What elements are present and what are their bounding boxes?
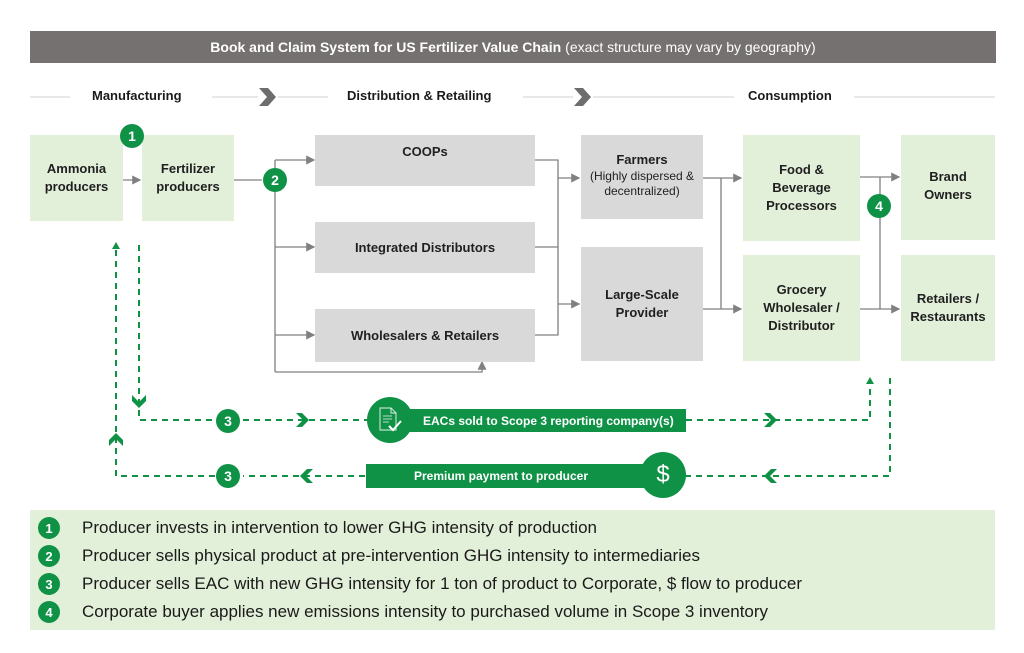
node-label: Food & Beverage Processors	[766, 162, 837, 213]
title-bold: Book and Claim System for US Fertilizer …	[210, 39, 562, 55]
node-label: Large-Scale Provider	[605, 287, 679, 320]
node-label: COOPs	[402, 144, 448, 159]
legend-badge: 3	[38, 573, 60, 595]
legend-item-1: 1 Producer invests in intervention to lo…	[38, 517, 597, 539]
arrow-left-icon	[764, 469, 777, 483]
legend-badge: 1	[38, 517, 60, 539]
diagram-title: Book and Claim System for US Fertilizer …	[30, 31, 996, 63]
legend-text: Corporate buyer applies new emissions in…	[82, 602, 769, 621]
node-integrated-distributors: Integrated Distributors	[315, 222, 535, 273]
node-label: Fertilizer producers	[156, 161, 220, 194]
step-badge-3-payment: 3	[216, 464, 240, 488]
node-label: Ammonia producers	[44, 161, 109, 194]
eac-label: EACs sold to Scope 3 reporting company(s…	[423, 413, 674, 428]
arrow-left-icon	[300, 469, 313, 483]
arrow-up-icon	[109, 433, 123, 446]
step-badge-1: 1	[120, 124, 144, 148]
legend-text: Producer sells physical product at pre-i…	[82, 546, 700, 565]
payment-label: Premium payment to producer	[413, 469, 589, 483]
chevron-right-icon	[259, 88, 276, 106]
node-large-scale-provider: Large-Scale Provider	[581, 247, 703, 361]
dollar-icon: $	[640, 452, 686, 498]
legend-panel: 1 Producer invests in intervention to lo…	[30, 510, 995, 630]
legend-badge: 4	[38, 601, 60, 623]
legend-item-2: 2 Producer sells physical product at pre…	[38, 545, 700, 567]
eac-sold-banner: EACs sold to Scope 3 reporting company(s…	[385, 409, 686, 432]
stage-manufacturing: Manufacturing	[92, 88, 182, 103]
node-label: Retailers / Restaurants	[910, 291, 986, 324]
arrow-up-small-icon	[866, 377, 874, 384]
arrow-right-icon	[296, 413, 309, 427]
certificate-icon	[367, 397, 413, 443]
node-sublabel: (Highly dispersed & decentralized)	[589, 169, 695, 198]
title-subtitle: (exact structure may vary by geography)	[565, 39, 816, 55]
legend-text: Producer invests in intervention to lowe…	[82, 518, 597, 537]
flow-arrows	[123, 155, 901, 373]
node-wholesalers-retailers: Wholesalers & Retailers	[315, 309, 535, 362]
green-direction-arrows	[109, 242, 874, 483]
node-ammonia-producers: Ammonia producers	[30, 135, 123, 221]
stage-consumption: Consumption	[748, 88, 832, 103]
node-brand-owners: Brand Owners	[901, 135, 995, 240]
node-retailers-restaurants: Retailers / Restaurants	[901, 255, 995, 361]
node-coops: COOPs	[315, 135, 535, 186]
document-check-icon	[379, 407, 402, 432]
node-label: Brand Owners	[924, 169, 972, 202]
node-label: Grocery Wholesaler / Distributor	[763, 282, 840, 333]
legend-item-3: 3 Producer sells EAC with new GHG intens…	[38, 573, 802, 595]
node-label: Farmers	[616, 152, 668, 167]
chevron-right-icon	[574, 88, 591, 106]
step-badge-2: 2	[263, 168, 287, 192]
legend-text: Producer sells EAC with new GHG intensit…	[82, 574, 803, 593]
node-label: Integrated Distributors	[354, 239, 496, 255]
node-grocery-wholesaler: Grocery Wholesaler / Distributor	[743, 255, 860, 361]
arrow-up-small-icon	[112, 242, 120, 249]
node-fertilizer-producers: Fertilizer producers	[142, 135, 234, 221]
stage-distribution: Distribution & Retailing	[347, 88, 492, 103]
step-badge-4: 4	[867, 194, 891, 218]
node-food-beverage-processors: Food & Beverage Processors	[743, 135, 860, 241]
stage-chevrons	[259, 88, 591, 106]
step-badge-3-eac: 3	[216, 409, 240, 433]
arrow-right-icon	[764, 413, 777, 427]
arrow-down-icon	[132, 395, 146, 408]
legend-badge: 2	[38, 545, 60, 567]
legend-item-4: 4 Corporate buyer applies new emissions …	[38, 601, 768, 623]
node-farmers: Farmers (Highly dispersed & decentralize…	[581, 135, 703, 219]
premium-payment-banner: Premium payment to producer	[366, 464, 656, 488]
node-label: Wholesalers & Retailers	[350, 327, 500, 343]
